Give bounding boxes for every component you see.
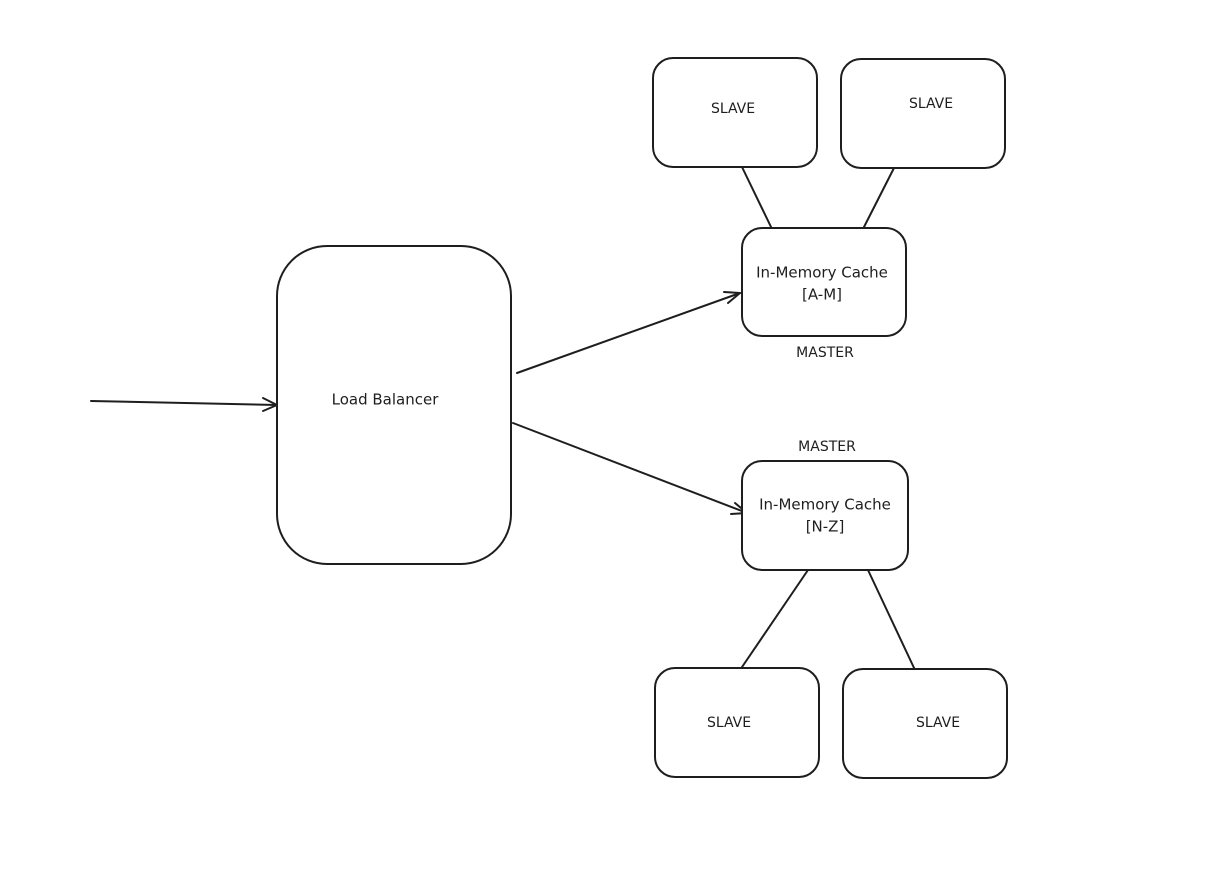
cache-nz-to-slave-2-link bbox=[867, 569, 916, 671]
cache-am-slave-1-box bbox=[652, 57, 818, 168]
cache-am-node: In-Memory Cache [A-M] bbox=[741, 227, 907, 337]
load-balancer-label: Load Balancer bbox=[332, 391, 440, 409]
cache-am-box bbox=[741, 227, 907, 337]
cache-nz-slave-1-node: SLAVE bbox=[654, 667, 820, 778]
load-balancer-node: Load Balancer bbox=[276, 245, 512, 565]
lb-to-cache-nz-arrow-line bbox=[512, 422, 748, 514]
cache-am-to-slave-2-link bbox=[863, 167, 895, 228]
cache-nz-slave-2-label: SLAVE bbox=[916, 715, 960, 731]
cache-am-title: In-Memory Cache bbox=[756, 264, 888, 282]
cache-nz-slave-2-node: SLAVE bbox=[842, 668, 1008, 779]
lb-to-cache-am-arrowhead bbox=[723, 291, 741, 304]
cache-am-slave-2-node: SLAVE bbox=[840, 58, 1006, 169]
cache-am-slave-2-label: SLAVE bbox=[909, 96, 953, 112]
cache-nz-to-slave-1-link bbox=[739, 569, 809, 671]
cache-nz-slave-1-label: SLAVE bbox=[707, 715, 751, 731]
cache-am-range: [A-M] bbox=[802, 286, 842, 304]
incoming-request-arrow-line bbox=[90, 400, 278, 406]
cache-nz-slave-2-box bbox=[842, 668, 1008, 779]
cache-am-slave-2-box bbox=[840, 58, 1006, 169]
cache-nz-node: In-Memory Cache [N-Z] bbox=[741, 460, 909, 571]
lb-to-cache-am-arrow-line bbox=[516, 292, 741, 374]
cache-nz-title: In-Memory Cache bbox=[759, 496, 891, 514]
cache-am-slave-1-label: SLAVE bbox=[711, 101, 755, 117]
load-balancer-box bbox=[276, 245, 512, 565]
cache-am-master-label: MASTER bbox=[796, 345, 854, 361]
cache-am-to-slave-1-link bbox=[741, 166, 773, 230]
cache-nz-box bbox=[741, 460, 909, 571]
cache-am-slave-1-node: SLAVE bbox=[652, 57, 818, 168]
cache-nz-range: [N-Z] bbox=[806, 518, 845, 536]
cache-nz-slave-1-box bbox=[654, 667, 820, 778]
cache-nz-master-label: MASTER bbox=[798, 439, 856, 455]
